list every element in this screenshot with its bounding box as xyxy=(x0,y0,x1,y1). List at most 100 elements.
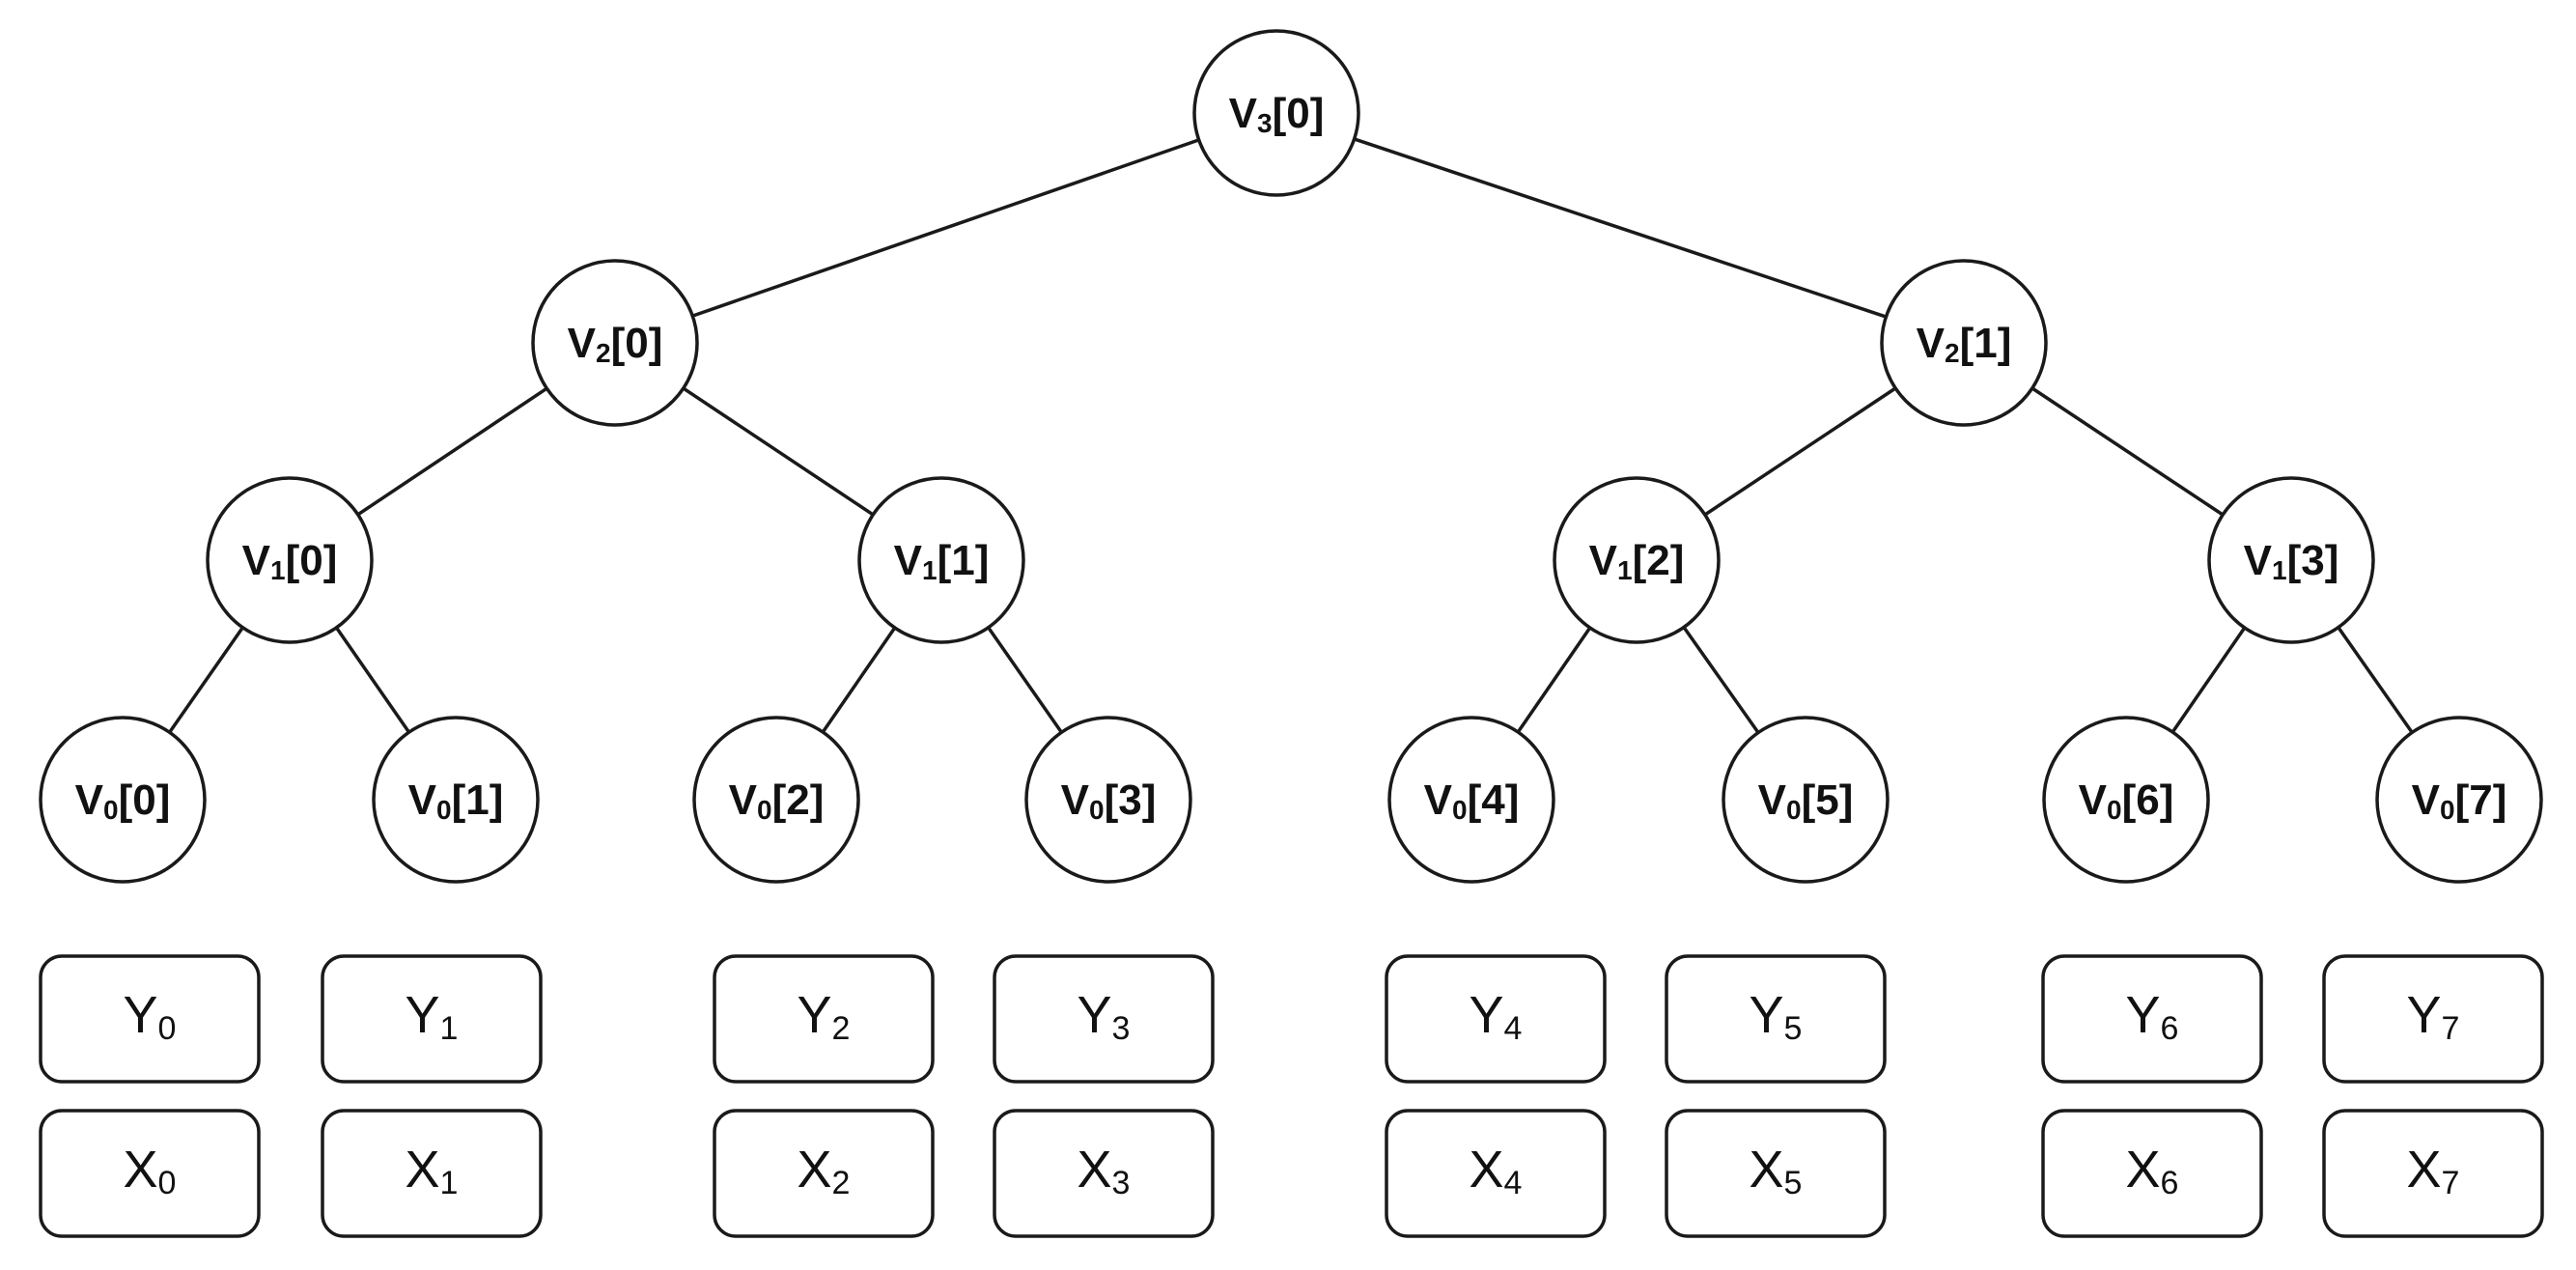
y-box-rect xyxy=(39,954,261,1084)
y-box-rect xyxy=(1665,954,1887,1084)
edges-layer xyxy=(168,137,2414,734)
x-box-rect xyxy=(1385,1109,1607,1238)
tree-node: V0[4] xyxy=(1387,716,1555,884)
node-label: V0[7] xyxy=(2412,776,2507,825)
tree-node: V2[0] xyxy=(531,259,699,427)
y-box-label: Y5 xyxy=(1750,986,1803,1047)
y-box-label: Y6 xyxy=(2126,986,2179,1047)
tree-edge xyxy=(987,626,1063,734)
x-box-rect xyxy=(321,1109,543,1238)
node-label: V1[1] xyxy=(894,537,990,585)
x-box: X4 xyxy=(1385,1109,1607,1238)
tree-edge xyxy=(1682,626,1760,734)
tree-edge xyxy=(821,626,897,734)
x-box-rect xyxy=(1665,1109,1887,1238)
node-label: V0[4] xyxy=(1424,776,1520,825)
x-box-rect xyxy=(39,1109,261,1238)
x-box-label: X1 xyxy=(406,1141,459,1201)
y-box: Y3 xyxy=(993,954,1215,1084)
node-circle xyxy=(2375,716,2543,884)
y-box: Y7 xyxy=(2322,954,2544,1084)
node-circle xyxy=(1722,716,1890,884)
tree-node: V0[0] xyxy=(39,716,207,884)
tree-node: V0[1] xyxy=(372,716,540,884)
y-box-rect xyxy=(2041,954,2263,1084)
x-box-rect xyxy=(2041,1109,2263,1238)
node-label: V2[1] xyxy=(1917,320,2012,368)
tree-node: V1[3] xyxy=(2207,476,2375,644)
y-box: Y6 xyxy=(2041,954,2263,1084)
x-box: X1 xyxy=(321,1109,543,1238)
y-box: Y2 xyxy=(713,954,935,1084)
tree-edge xyxy=(335,626,410,734)
tree-node: V2[1] xyxy=(1880,259,2048,427)
tree-edge xyxy=(2337,626,2414,734)
y-box-label: Y4 xyxy=(1470,986,1523,1047)
x-box-rect xyxy=(2322,1109,2544,1238)
tree-node: V3[0] xyxy=(1192,29,1360,197)
y-box-label: Y1 xyxy=(406,986,459,1047)
node-label: V0[6] xyxy=(2079,776,2174,825)
node-label: V1[3] xyxy=(2244,537,2339,585)
node-label: V0[3] xyxy=(1061,776,1157,825)
node-circle xyxy=(531,259,699,427)
x-box-label: X7 xyxy=(2407,1141,2460,1201)
tree-edge xyxy=(168,626,244,734)
y-box: Y1 xyxy=(321,954,543,1084)
node-label: V1[2] xyxy=(1589,537,1685,585)
node-label: V2[0] xyxy=(568,320,663,368)
node-circle xyxy=(1024,716,1192,884)
tree-edge xyxy=(2170,626,2247,734)
y-box-rect xyxy=(321,954,543,1084)
x-box-rect xyxy=(713,1109,935,1238)
x-box: X5 xyxy=(1665,1109,1887,1238)
node-label: V3[0] xyxy=(1229,90,1325,138)
node-label: V0[2] xyxy=(729,776,825,825)
x-box: X6 xyxy=(2041,1109,2263,1238)
tree-node: V1[0] xyxy=(206,476,374,644)
node-label: V0[0] xyxy=(75,776,171,825)
node-circle xyxy=(206,476,374,644)
tree-node: V0[5] xyxy=(1722,716,1890,884)
tree-edge xyxy=(1516,626,1592,734)
x-box-label: X5 xyxy=(1750,1141,1803,1201)
tree-node: V0[6] xyxy=(2042,716,2210,884)
tree-edge xyxy=(356,386,548,517)
x-box: X0 xyxy=(39,1109,261,1238)
nodes-layer: V3[0] V2[0] V2[1] V1[0] V1[1] V1[2] V1[3] V0[0]… xyxy=(39,29,2543,884)
x-box-label: X3 xyxy=(1078,1141,1131,1201)
x-box: X3 xyxy=(993,1109,1215,1238)
node-circle xyxy=(1192,29,1360,197)
y-box: Y0 xyxy=(39,954,261,1084)
node-circle xyxy=(857,476,1025,644)
x-box-label: X2 xyxy=(798,1141,851,1201)
x-box-rect xyxy=(993,1109,1215,1238)
y-box-label: Y3 xyxy=(1078,986,1131,1047)
tree-edge xyxy=(682,386,875,517)
y-box-rect xyxy=(993,954,1215,1084)
tree-edge xyxy=(691,138,1200,318)
tree-edge xyxy=(1354,137,1887,319)
x-box-label: X0 xyxy=(124,1141,177,1201)
node-circle xyxy=(692,716,860,884)
node-label: V0[1] xyxy=(408,776,504,825)
y-box-label: Y7 xyxy=(2407,986,2460,1047)
node-circle xyxy=(1387,716,1555,884)
node-label: V0[5] xyxy=(1758,776,1854,825)
tree-edge xyxy=(1703,386,1897,517)
y-box: Y4 xyxy=(1385,954,1607,1084)
y-box: Y5 xyxy=(1665,954,1887,1084)
y-box-rect xyxy=(1385,954,1607,1084)
tree-node: V0[7] xyxy=(2375,716,2543,884)
node-circle xyxy=(372,716,540,884)
tree-node: V1[1] xyxy=(857,476,1025,644)
x-box: X2 xyxy=(713,1109,935,1238)
node-circle xyxy=(1553,476,1721,644)
y-box-rect xyxy=(713,954,935,1084)
y-box-rect xyxy=(2322,954,2544,1084)
tree-node: V0[3] xyxy=(1024,716,1192,884)
x-box-label: X6 xyxy=(2126,1141,2179,1201)
node-circle xyxy=(1880,259,2048,427)
